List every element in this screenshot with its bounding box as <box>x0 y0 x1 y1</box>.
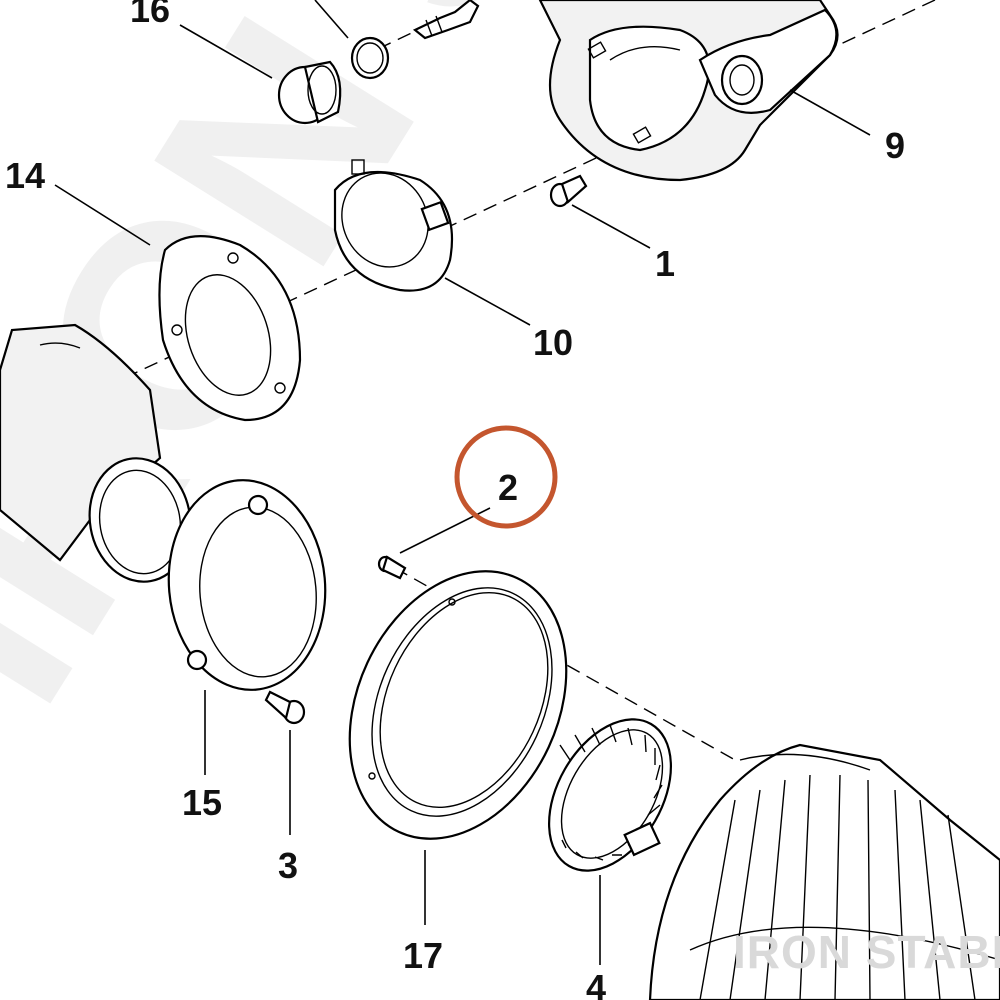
part-4-hose-clamp <box>547 718 673 872</box>
callout-10: 10 <box>533 322 573 363</box>
leader-14 <box>54 184 151 246</box>
air-filter-cone <box>648 743 1000 1000</box>
o-ring <box>350 36 390 80</box>
part-1-screw <box>549 174 588 208</box>
part-3-screw <box>264 690 306 725</box>
part-2-screw <box>377 555 407 580</box>
callout-14: 14 <box>5 155 45 196</box>
callout-1: 1 <box>655 243 675 284</box>
callout-4: 4 <box>586 967 606 1000</box>
part-9-backplate <box>538 0 839 182</box>
fitting-top <box>412 0 480 40</box>
part-16-plug <box>277 60 342 125</box>
part-15-adapter <box>167 479 327 691</box>
callout-2: 2 <box>498 467 518 508</box>
leader-16 <box>179 24 273 79</box>
leader-16b <box>314 0 349 39</box>
callout-15: 15 <box>182 782 222 823</box>
highlight-circle <box>454 425 558 529</box>
intake-elbow <box>0 323 192 583</box>
part-10-clamp <box>333 159 454 292</box>
leader-1 <box>571 204 651 249</box>
callout-17: 17 <box>403 935 443 976</box>
brand-watermark: IRON STABLE <box>733 926 1000 978</box>
callout-3: 3 <box>278 845 298 886</box>
part-17-backing-ring <box>348 570 568 840</box>
part-14-gasket <box>158 235 302 422</box>
callout-9: 9 <box>885 125 905 166</box>
leader-10 <box>444 277 531 326</box>
leader-9 <box>789 89 871 136</box>
callout-16: 16 <box>130 0 170 30</box>
